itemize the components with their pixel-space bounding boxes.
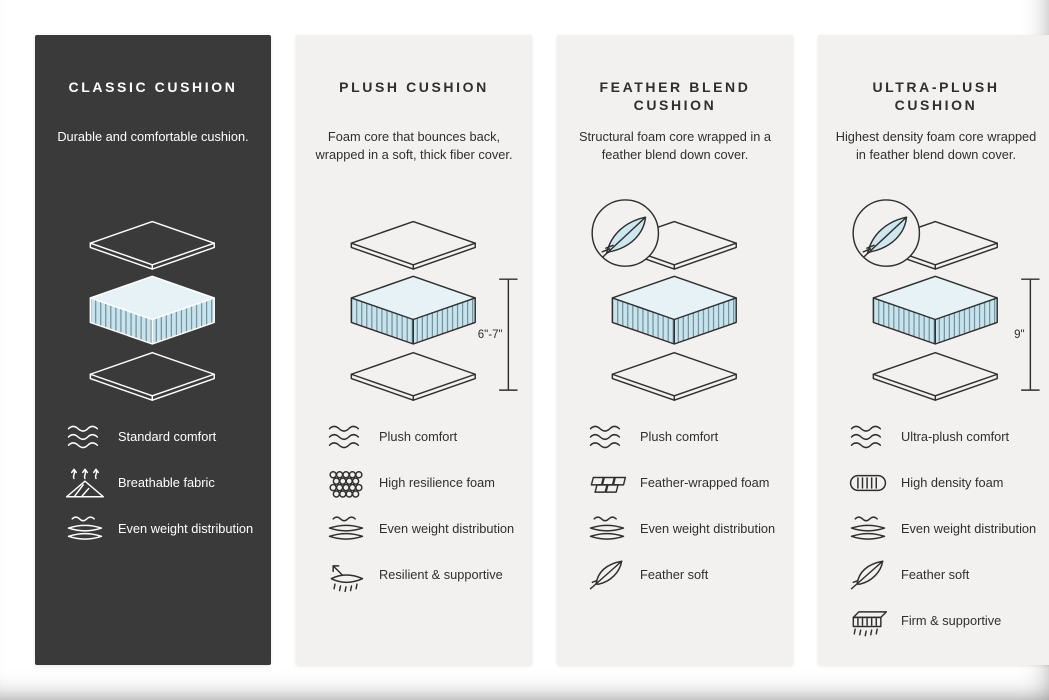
feature-label: Resilient & supportive xyxy=(379,566,503,582)
high-density-icon xyxy=(845,466,891,500)
measurement-label: 6"-7" xyxy=(478,329,503,341)
column-title: ULTRA-PLUSH CUSHION xyxy=(872,79,1000,113)
feature-row: Plush comfort xyxy=(323,420,517,454)
layered-cushion-illustration xyxy=(89,220,215,401)
feature-row: Even weight distribution xyxy=(584,512,778,546)
feature-label: Feather-wrapped foam xyxy=(640,474,770,490)
cushion-diagram: 6"-7" xyxy=(311,188,518,414)
feature-row: Even weight distribution xyxy=(845,512,1039,546)
feather-icon xyxy=(584,558,630,592)
feature-label: Breathable fabric xyxy=(118,474,215,490)
even-weight-icon xyxy=(845,512,891,546)
feature-row: Plush comfort xyxy=(584,420,778,454)
column-plush-cushion: PLUSH CUSHION Foam core that bounces bac… xyxy=(296,35,532,665)
feature-row: Even weight distribution xyxy=(323,512,517,546)
column-description: Structural foam core wrapped in a feathe… xyxy=(578,129,772,162)
feature-label: Firm & supportive xyxy=(901,612,1002,628)
feature-list: Standard comfort Breathable fabric Even … xyxy=(50,420,256,546)
feature-row: Breathable fabric xyxy=(62,466,256,500)
feature-label: Even weight distribution xyxy=(640,520,776,536)
feature-label: Even weight distribution xyxy=(901,520,1037,536)
feature-label: Plush comfort xyxy=(640,428,719,444)
column-classic-cushion: CLASSIC CUSHION Durable and comfortable … xyxy=(35,35,271,665)
waves-icon xyxy=(62,420,108,454)
waves-icon xyxy=(845,420,891,454)
feature-row: High density foam xyxy=(845,466,1039,500)
even-weight-icon xyxy=(584,512,630,546)
feature-label: Plush comfort xyxy=(379,428,458,444)
feature-label: Feather soft xyxy=(640,566,709,582)
feature-row: Feather soft xyxy=(584,558,778,592)
feature-label: Even weight distribution xyxy=(379,520,515,536)
cushion-diagram xyxy=(50,188,256,414)
spring-icon xyxy=(323,558,369,592)
column-description: Durable and comfortable cushion. xyxy=(57,129,249,144)
layered-cushion-illustration xyxy=(591,198,737,401)
measurement-label: 9" xyxy=(1014,329,1025,341)
firm-icon xyxy=(845,604,891,638)
feature-row: Resilient & supportive xyxy=(323,558,517,592)
cushion-diagram: 9" xyxy=(833,188,1040,414)
feature-list: Plush comfort Feather-wrapped foam Even … xyxy=(572,420,778,592)
feather-wrapped-icon xyxy=(584,466,630,500)
feather-badge-icon xyxy=(591,198,660,267)
feature-list: Plush comfort High resilience foam Even … xyxy=(311,420,517,592)
feature-row: Ultra-plush comfort xyxy=(845,420,1039,454)
cushion-diagram xyxy=(572,188,778,414)
column-description: Highest density foam core wrapped in fea… xyxy=(835,129,1037,162)
feature-label: Feather soft xyxy=(901,566,970,582)
feature-label: High density foam xyxy=(901,474,1004,490)
column-feather-blend-cushion: FEATHER BLEND CUSHION Structural foam co… xyxy=(557,35,793,665)
column-description: Foam core that bounces back, wrapped in … xyxy=(315,129,513,162)
foam-cells-icon xyxy=(323,466,369,500)
breathable-icon xyxy=(62,466,108,500)
layered-cushion-illustration: 6"-7" xyxy=(350,220,518,401)
height-dimension: 9" xyxy=(1014,277,1040,391)
column-title: PLUSH CUSHION xyxy=(339,79,489,95)
feature-list: Ultra-plush comfort High density foam Ev… xyxy=(833,420,1039,638)
feature-row: Firm & supportive xyxy=(845,604,1039,638)
column-ultra-plush-cushion: ULTRA-PLUSH CUSHION Highest density foam… xyxy=(818,35,1049,665)
feature-label: Ultra-plush comfort xyxy=(901,428,1010,444)
feature-label: Standard comfort xyxy=(118,428,217,444)
feature-label: High resilience foam xyxy=(379,474,495,490)
column-title: CLASSIC CUSHION xyxy=(68,79,238,95)
waves-icon xyxy=(323,420,369,454)
feather-icon xyxy=(845,558,891,592)
feature-row: Feather soft xyxy=(845,558,1039,592)
even-weight-icon xyxy=(323,512,369,546)
height-dimension: 6"-7" xyxy=(478,277,518,391)
column-title: FEATHER BLEND CUSHION xyxy=(599,79,751,113)
feature-row: High resilience foam xyxy=(323,466,517,500)
waves-icon xyxy=(584,420,630,454)
feature-row: Even weight distribution xyxy=(62,512,256,546)
even-weight-icon xyxy=(62,512,108,546)
feature-row: Feather-wrapped foam xyxy=(584,466,778,500)
feature-label: Even weight distribution xyxy=(118,520,254,536)
layered-cushion-illustration: 9" xyxy=(852,198,1040,401)
feature-row: Standard comfort xyxy=(62,420,256,454)
feather-badge-icon xyxy=(852,198,921,267)
